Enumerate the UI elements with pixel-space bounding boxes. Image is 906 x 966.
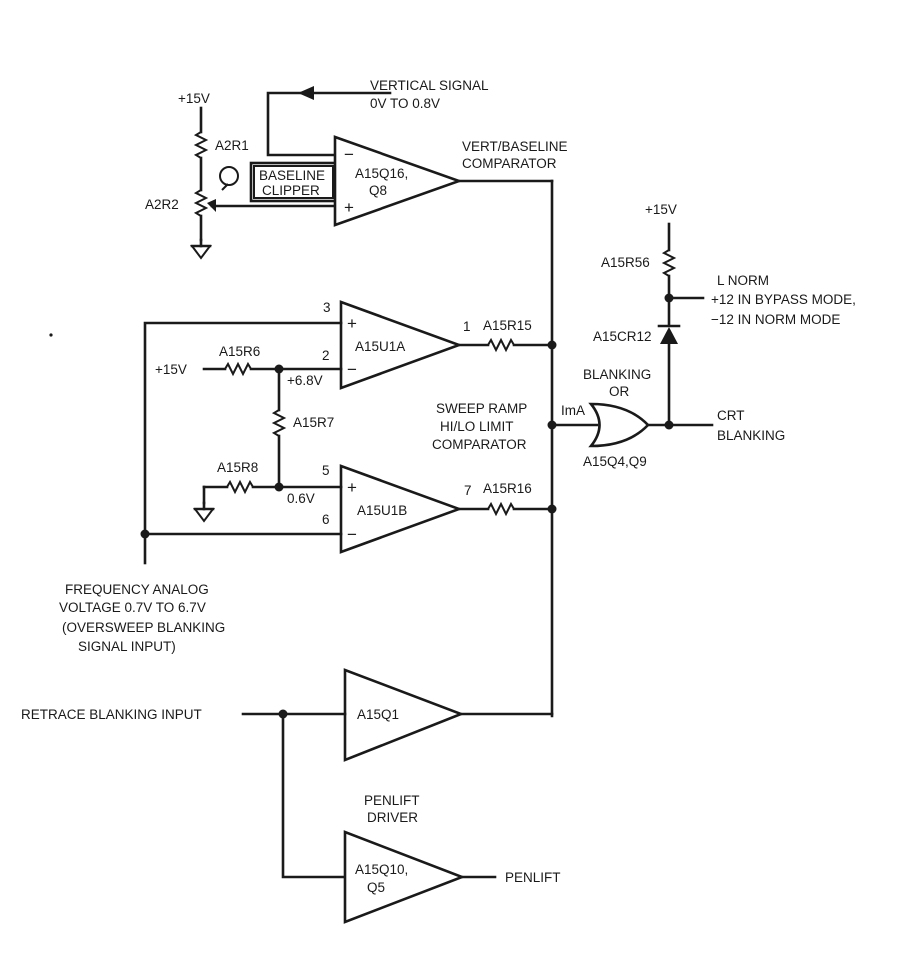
retrace-section bbox=[241, 668, 554, 924]
a15u1a-opamp bbox=[339, 300, 463, 390]
label-baseline-clipper-2: CLIPPER bbox=[262, 183, 320, 198]
label-penlift-driver-2: DRIVER bbox=[367, 810, 418, 825]
label-q16-1: A15Q16, bbox=[355, 166, 408, 181]
label-v68: +6.8V bbox=[287, 373, 323, 388]
label-a15r15: A15R15 bbox=[483, 318, 532, 333]
ground-icon-2 bbox=[193, 508, 215, 523]
label-sweep-3: COMPARATOR bbox=[432, 437, 527, 452]
a2r2-potentiometer bbox=[193, 189, 209, 217]
label-pin5: 5 bbox=[322, 463, 330, 478]
label-sweep-2: HI/LO LIMIT bbox=[440, 419, 514, 434]
label-ima: ImA bbox=[561, 403, 585, 418]
label-u1b: A15U1B bbox=[357, 503, 407, 518]
vert-baseline-comparator bbox=[333, 135, 463, 227]
label-pin6: 6 bbox=[322, 512, 330, 527]
label-blanking-or-1: BLANKING bbox=[583, 367, 651, 382]
label-q1: A15Q1 bbox=[357, 707, 399, 722]
adjustment-point-icon bbox=[219, 166, 239, 186]
a15r56-resistor bbox=[661, 249, 677, 277]
label-q16-2: Q8 bbox=[369, 183, 387, 198]
label-u1a: A15U1A bbox=[355, 339, 405, 354]
label-u1b-plus: + bbox=[347, 478, 357, 497]
label-vert-baseline-1: VERT/BASELINE bbox=[462, 139, 568, 154]
label-plus15-right: +15V bbox=[645, 202, 677, 217]
label-penlift-driver-1: PENLIFT bbox=[364, 793, 420, 808]
label-freq-3: (OVERSWEEP BLANKING bbox=[62, 620, 225, 635]
label-a2r1: A2R1 bbox=[215, 138, 249, 153]
label-q16-minus: − bbox=[344, 145, 354, 164]
label-sweep-1: SWEEP RAMP bbox=[436, 401, 527, 416]
a15r6-resistor bbox=[224, 361, 252, 377]
a15cr12-diode-icon bbox=[660, 327, 678, 344]
label-a15r7: A15R7 bbox=[293, 415, 334, 430]
label-freq-2: VOLTAGE 0.7V TO 6.7V bbox=[59, 600, 206, 615]
baseline-section bbox=[190, 86, 554, 718]
label-v06: 0.6V bbox=[287, 491, 315, 506]
label-q16-plus: + bbox=[344, 198, 354, 217]
label-bypass-mode: +12 IN BYPASS MODE, bbox=[711, 292, 856, 307]
label-vertical-signal: VERTICAL SIGNAL bbox=[370, 78, 489, 93]
label-u1b-minus: − bbox=[347, 525, 357, 544]
label-freq-4: SIGNAL INPUT) bbox=[78, 639, 176, 654]
label-a15r56: A15R56 bbox=[601, 255, 650, 270]
label-q10-2: Q5 bbox=[367, 880, 385, 895]
label-vertical-range: 0V TO 0.8V bbox=[370, 96, 440, 111]
label-pin3: 3 bbox=[323, 300, 331, 315]
schematic-labels: +15V A2R1 A2R2 VERTICAL SIGNAL 0V TO 0.8… bbox=[21, 78, 856, 895]
label-penlift: PENLIFT bbox=[505, 870, 561, 885]
signal-arrow-icon bbox=[298, 86, 314, 100]
label-pin2: 2 bbox=[322, 348, 330, 363]
limit-comparator-section bbox=[140, 300, 599, 565]
label-a2r2: A2R2 bbox=[145, 197, 179, 212]
label-q10-1: A15Q10, bbox=[355, 862, 408, 877]
label-plus15-left: +15V bbox=[155, 362, 187, 377]
label-u1a-plus: + bbox=[347, 314, 357, 333]
label-plus15-top: +15V bbox=[178, 91, 210, 106]
a15r7-resistor bbox=[271, 409, 287, 437]
label-pin7: 7 bbox=[464, 483, 472, 498]
label-crt-2: BLANKING bbox=[717, 428, 785, 443]
label-baseline-clipper-1: BASELINE bbox=[259, 168, 325, 183]
a15r8-resistor bbox=[226, 479, 254, 495]
a2r1-resistor bbox=[193, 131, 209, 159]
a15r15-resistor bbox=[487, 337, 515, 353]
wiper-arrow-icon bbox=[207, 199, 216, 212]
label-a15r6: A15R6 bbox=[219, 344, 260, 359]
label-a15cr12: A15CR12 bbox=[593, 329, 652, 344]
label-vert-baseline-2: COMPARATOR bbox=[462, 156, 557, 171]
label-freq-1: FREQUENCY ANALOG bbox=[65, 582, 209, 597]
label-pin1: 1 bbox=[463, 319, 471, 334]
penlift-driver-buffer bbox=[343, 830, 466, 924]
label-u1a-minus: − bbox=[347, 360, 357, 379]
a15r16-resistor bbox=[487, 501, 515, 517]
stray-mark bbox=[49, 333, 53, 337]
label-a15r8: A15R8 bbox=[217, 460, 258, 475]
label-blanking-or-2: OR bbox=[609, 384, 630, 399]
a15u1b-opamp bbox=[339, 464, 463, 554]
label-l-norm: L NORM bbox=[717, 273, 769, 288]
label-retrace: RETRACE BLANKING INPUT bbox=[21, 707, 202, 722]
label-norm-mode: −12 IN NORM MODE bbox=[711, 312, 840, 327]
label-q4q9: A15Q4,Q9 bbox=[583, 454, 647, 469]
ground-icon bbox=[190, 245, 212, 260]
label-a15r16: A15R16 bbox=[483, 481, 532, 496]
blanking-or-gate bbox=[588, 402, 650, 448]
blanking-or-section bbox=[588, 222, 714, 448]
label-crt-1: CRT bbox=[717, 408, 745, 423]
